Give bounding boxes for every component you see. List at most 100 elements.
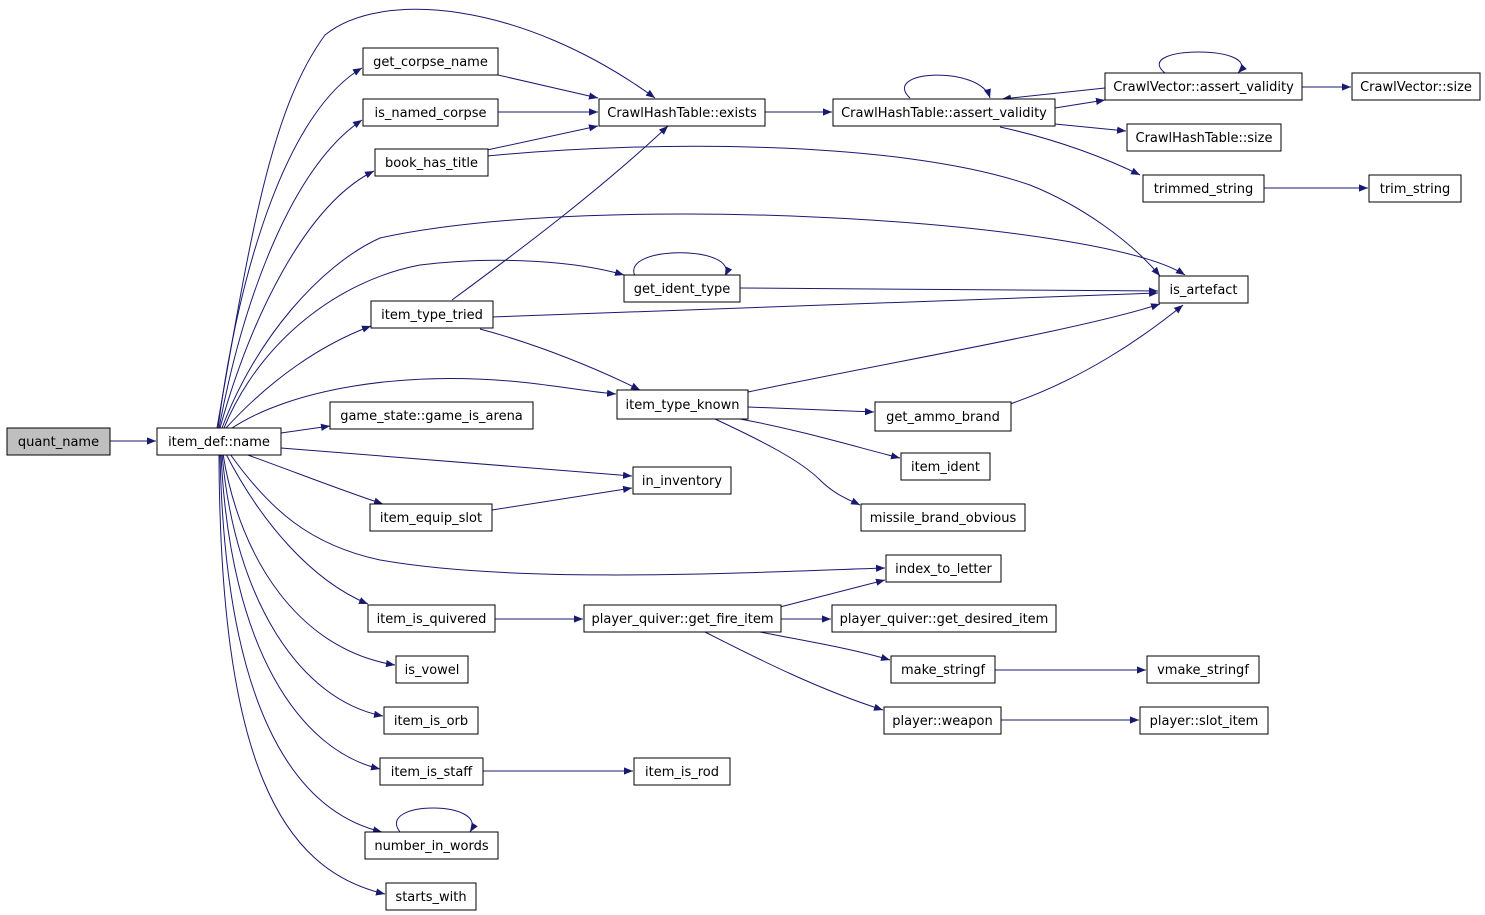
- edge-get-ident-type-to-is-artefact: [739, 287, 1159, 295]
- edge-get-fire-item-to-make-stringf: [759, 631, 891, 661]
- node-label: in_inventory: [642, 474, 723, 489]
- edge-assert-validity-to-hash-size: [1054, 123, 1127, 134]
- node-hash-size[interactable]: CrawlHashTable::size: [1126, 123, 1282, 152]
- node-label: item_is_staff: [391, 765, 474, 780]
- node-label: starts_with: [395, 890, 466, 905]
- node-label: get_ident_type: [634, 282, 731, 297]
- node-label: is_artefact: [1169, 283, 1237, 298]
- edge-item-type-tried-to-item-type-known: [479, 328, 641, 391]
- edge-name-to-item-is-quivered: [225, 453, 369, 605]
- edge-name-to-starts-with: [218, 453, 386, 896]
- edge-assert-validity-to-trimmed-string: [999, 126, 1141, 176]
- node-label: player::slot_item: [1150, 714, 1259, 729]
- edge-item-type-tried-to-is-artefact: [491, 289, 1159, 318]
- node-label: player_quiver::get_desired_item: [840, 612, 1049, 627]
- node-item-type-known[interactable]: item_type_known: [616, 389, 749, 420]
- edge-name-to-item-type-tried: [225, 325, 372, 429]
- node-is-named-corpse[interactable]: is_named_corpse: [362, 98, 499, 127]
- node-item-def-name[interactable]: item_def::name: [156, 427, 282, 456]
- node-make-stringf[interactable]: make_stringf: [890, 655, 996, 684]
- node-vector-size[interactable]: CrawlVector::size: [1351, 72, 1481, 101]
- edge-item-type-known-to-is-artefact: [747, 303, 1161, 393]
- node-in-inventory[interactable]: in_inventory: [632, 466, 732, 495]
- node-hash-exists[interactable]: CrawlHashTable::exists: [598, 98, 766, 127]
- node-label: item_type_tried: [381, 308, 483, 323]
- edge-name-to-game-is-arena: [280, 423, 331, 434]
- edge-assert-validity-self-loop: [903, 74, 991, 99]
- edges: [110, 8, 1368, 896]
- node-label: game_state::game_is_arena: [340, 409, 523, 424]
- node-hash-assert-validity[interactable]: CrawlHashTable::assert_validity: [832, 98, 1056, 127]
- node-item-is-staff[interactable]: item_is_staff: [379, 757, 484, 786]
- node-label: item_type_known: [625, 398, 739, 413]
- node-starts-with[interactable]: starts_with: [385, 882, 477, 911]
- node-missile-brand-obvious[interactable]: missile_brand_obvious: [860, 503, 1026, 532]
- nodes: quant_name item_def::name get_corpse_nam…: [6, 47, 1481, 911]
- edge-name-to-get-corpse-name: [217, 67, 363, 429]
- node-vmake-stringf[interactable]: vmake_stringf: [1146, 655, 1260, 684]
- node-label: player::weapon: [892, 714, 992, 729]
- node-number-in-words[interactable]: number_in_words: [364, 831, 499, 860]
- node-item-ident[interactable]: item_ident: [900, 452, 991, 481]
- node-label: item_ident: [911, 460, 980, 475]
- edge-book-has-title-to-is-artefact: [486, 145, 1161, 277]
- node-slot-item[interactable]: player::slot_item: [1139, 706, 1269, 735]
- edge-name-to-item-type-known: [231, 378, 617, 429]
- edge-name-to-book-has-title: [219, 170, 375, 429]
- edge-item-type-known-to-missile-brand: [714, 418, 861, 506]
- edge-get-ident-type-self-loop: [633, 252, 733, 277]
- node-label: item_is_quivered: [377, 612, 487, 627]
- node-label: CrawlHashTable::size: [1136, 131, 1273, 146]
- edge-book-has-title-to-hash-exists: [486, 124, 599, 151]
- node-label: is_vowel: [405, 663, 460, 678]
- node-label: player_quiver::get_fire_item: [592, 612, 774, 627]
- node-item-type-tried[interactable]: item_type_tried: [370, 300, 494, 329]
- node-label: number_in_words: [374, 839, 489, 854]
- node-get-ident-type[interactable]: get_ident_type: [623, 274, 741, 303]
- node-item-is-rod[interactable]: item_is_rod: [633, 757, 731, 786]
- edge-get-fire-item-to-player-weapon: [704, 631, 884, 711]
- node-trim-string[interactable]: trim_string: [1368, 174, 1462, 203]
- node-index-to-letter[interactable]: index_to_letter: [885, 554, 1002, 583]
- edge-item-equip-slot-to-in-inventory: [491, 485, 633, 511]
- node-label: make_stringf: [901, 663, 986, 678]
- node-quant-name[interactable]: quant_name: [6, 427, 111, 456]
- edge-get-corpse-name-to-hash-exists: [497, 74, 599, 100]
- edge-name-to-number-in-words: [219, 453, 383, 834]
- edge-name-to-item-is-orb: [221, 453, 384, 718]
- node-get-desired-item[interactable]: player_quiver::get_desired_item: [831, 604, 1057, 633]
- node-label: quant_name: [18, 435, 99, 450]
- node-game-is-arena[interactable]: game_state::game_is_arena: [329, 401, 534, 430]
- node-label: index_to_letter: [895, 562, 992, 577]
- node-label: CrawlVector::size: [1360, 80, 1472, 95]
- edge-name-to-hash-exists: [216, 8, 656, 429]
- node-label: CrawlHashTable::assert_validity: [841, 106, 1047, 121]
- edge-get-ammo-brand-to-is-artefact: [1009, 304, 1184, 405]
- node-trimmed-string[interactable]: trimmed_string: [1142, 174, 1265, 203]
- node-label: missile_brand_obvious: [870, 511, 1017, 526]
- node-item-is-orb[interactable]: item_is_orb: [383, 706, 479, 735]
- edge-name-to-is-vowel: [222, 453, 396, 668]
- node-player-weapon[interactable]: player::weapon: [883, 706, 1002, 735]
- node-get-ammo-brand[interactable]: get_ammo_brand: [874, 401, 1012, 432]
- node-label: trimmed_string: [1154, 182, 1253, 197]
- edge-item-type-known-to-get-ammo-brand: [747, 406, 875, 416]
- node-get-corpse-name[interactable]: get_corpse_name: [362, 47, 499, 76]
- edge-vector-assert-to-hash-assert: [1001, 87, 1106, 102]
- node-label: get_ammo_brand: [886, 410, 1000, 425]
- node-item-equip-slot[interactable]: item_equip_slot: [369, 503, 493, 532]
- edge-item-type-tried-to-hash-exists: [451, 125, 669, 301]
- node-vector-assert-validity[interactable]: CrawlVector::assert_validity: [1104, 72, 1303, 101]
- node-label: trim_string: [1380, 182, 1451, 197]
- node-is-artefact[interactable]: is_artefact: [1158, 275, 1249, 304]
- node-get-fire-item[interactable]: player_quiver::get_fire_item: [583, 604, 782, 633]
- edge-name-to-item-equip-slot: [244, 453, 384, 505]
- node-is-vowel[interactable]: is_vowel: [395, 655, 469, 684]
- node-item-is-quivered[interactable]: item_is_quivered: [367, 604, 496, 633]
- node-label: item_is_rod: [645, 765, 719, 780]
- node-book-has-title[interactable]: book_has_title: [374, 148, 489, 177]
- node-label: item_equip_slot: [380, 511, 482, 526]
- edge-name-to-index-to-letter: [229, 453, 886, 576]
- edge-vector-assert-self-loop: [1158, 51, 1247, 74]
